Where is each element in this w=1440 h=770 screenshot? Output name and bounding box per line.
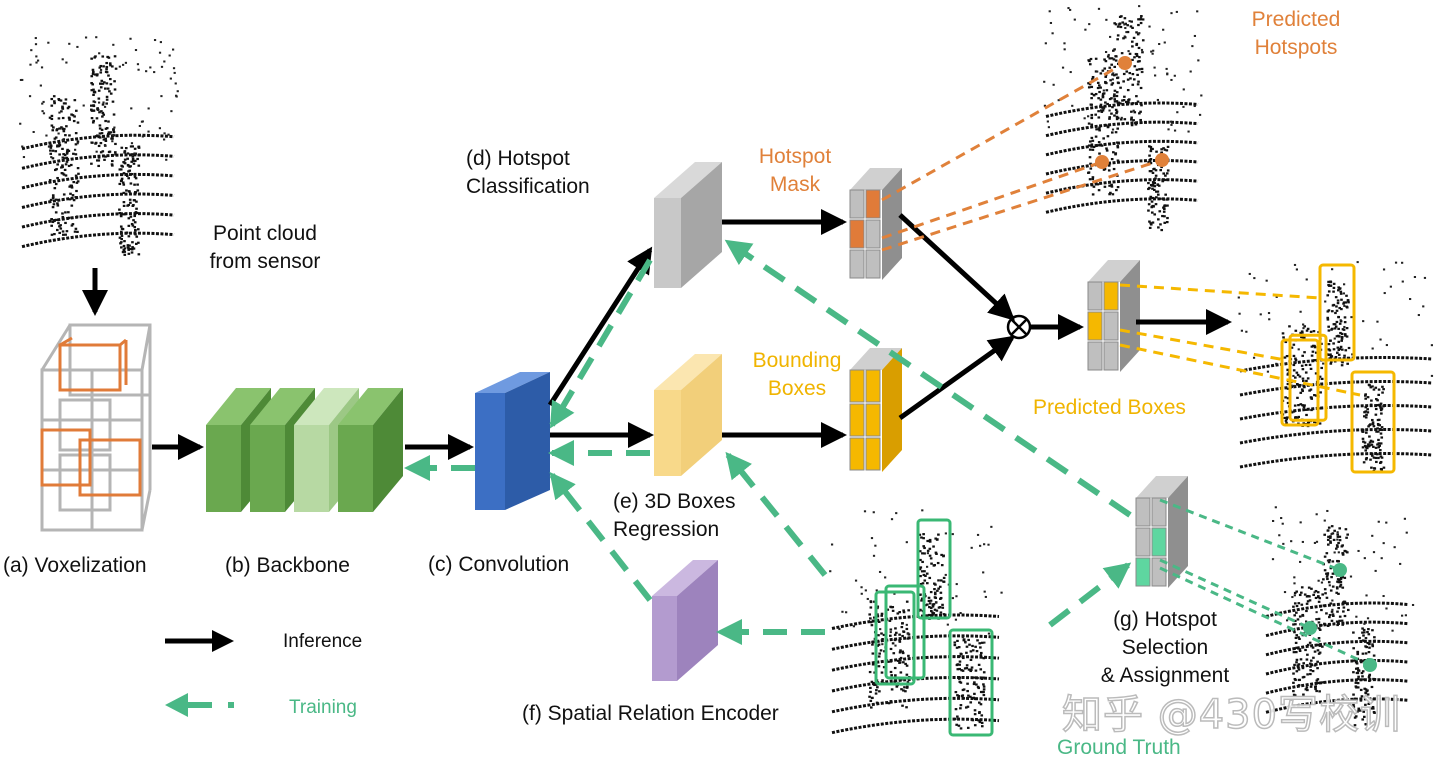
convolution-label: (c) Convolution [428, 553, 570, 576]
legend-inference-label: Inference [283, 631, 363, 652]
watermark: 知乎 @430写校训 [1061, 691, 1402, 739]
hotspot-selection-label: (g) Hotspot Selection & Assignment [1100, 608, 1230, 687]
hotspot-mask-grid [849, 168, 902, 280]
spatial-relation-encoder-block [652, 560, 718, 681]
legend-training-label: Training [289, 697, 357, 718]
box-correspondence-lines [1119, 283, 1361, 397]
hotspot-assignment-image [1262, 505, 1415, 735]
boxes-regression-block [654, 354, 722, 476]
bounding-boxes-grid [849, 348, 902, 472]
legend-training-arrow [165, 693, 234, 717]
boxes-regression-label: (e) 3D Boxes Regression [613, 490, 736, 541]
training-arrows [404, 239, 1132, 645]
hotspot-correspondence-lines [881, 61, 1163, 252]
hotspot-classification-label: (d) Hotspot Classification [466, 147, 590, 198]
convolution-block [475, 372, 550, 510]
hotspot-assignment-grid [1135, 476, 1188, 588]
predicted-hotspots-label: Predicted Hotspots [1251, 8, 1341, 59]
legend-inference-arrow [165, 630, 234, 652]
inference-arrows [82, 209, 1232, 460]
hotspot-classification-block [654, 162, 722, 288]
predicted-hotspots-image [1042, 5, 1203, 235]
ground-truth-label: Ground Truth [1057, 736, 1181, 759]
hotspot-mask-label: Hotspot Mask [758, 145, 832, 196]
voxelization-label: (a) Voxelization [3, 554, 147, 577]
backbone-blocks [206, 388, 403, 512]
assignment-correspondence-lines [1159, 498, 1371, 667]
bounding-boxes-label: Bounding Boxes [752, 349, 842, 400]
multiply-operator-icon [1006, 314, 1032, 340]
ground-truth-image [828, 508, 1003, 758]
voxel-grid [40, 323, 152, 532]
predicted-boxes-image [1236, 255, 1436, 495]
predicted-boxes-grid [1087, 260, 1140, 372]
point-cloud-label: Point cloud from sensor [209, 222, 321, 273]
spatial-relation-encoder-label: (f) Spatial Relation Encoder [522, 702, 779, 725]
backbone-label: (b) Backbone [225, 554, 350, 577]
predicted-boxes-label: Predicted Boxes [1033, 396, 1186, 419]
point-cloud-input-image [18, 35, 179, 270]
